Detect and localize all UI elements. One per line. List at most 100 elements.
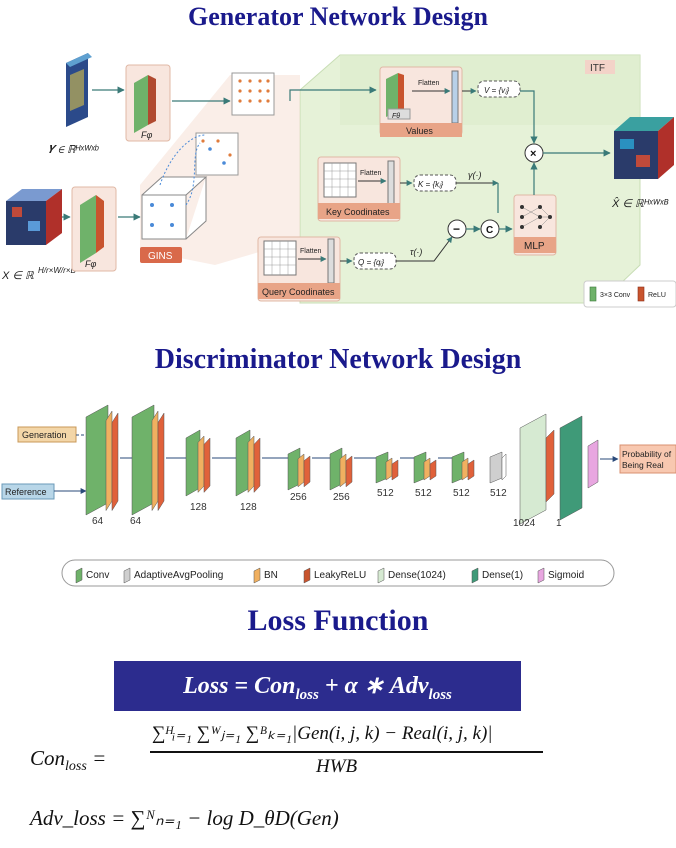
legend-swatch-0	[75, 567, 83, 584]
adaptive-avg-pooling-face	[501, 453, 507, 481]
dense-relu-layer	[545, 429, 555, 503]
input-x-exponent: H/r×W/r×B	[38, 266, 76, 275]
legend-swatch-4	[377, 567, 385, 584]
key-formula: K = {kⱼ}	[418, 180, 444, 189]
input-x-cube	[6, 189, 62, 245]
gins-grid-mid	[195, 132, 239, 176]
concat-symbol: C	[486, 225, 493, 236]
probability-output-line1: Probability of	[622, 449, 672, 459]
channel-label-512-a: 512	[377, 488, 394, 499]
channel-label-128-a: 128	[190, 502, 207, 513]
legend-swatch-6	[537, 567, 545, 584]
legend-swatch-3	[303, 567, 311, 584]
channel-label-256-b: 256	[333, 492, 350, 503]
legend-relu-label: ReLU	[648, 292, 666, 299]
relu-layer-5	[345, 455, 353, 488]
legend-label-6: Sigmoid	[548, 570, 584, 581]
discriminator-layers	[85, 404, 619, 525]
key-flatten-label: Flatten	[360, 170, 382, 177]
relu-layer-1	[157, 412, 165, 512]
channel-label-128-b: 128	[240, 502, 257, 513]
sigmoid-layer	[587, 439, 599, 489]
gins-label: GINS	[148, 251, 173, 262]
channel-label-256-a: 256	[290, 492, 307, 503]
fraction-bar	[150, 751, 543, 753]
generator-diagram: ITF 𝒀 ∈ ℝᴴˣᵂˣᵇ X ∈ ℝ H/r×W/r×B Fφ Fφ GIN…	[1, 53, 676, 308]
legend-label-2: BN	[264, 570, 278, 581]
bn-layer-0	[105, 410, 113, 512]
legend-label-5: Dense(1)	[482, 570, 523, 581]
query-flatten-label: Flatten	[300, 248, 322, 255]
gamma-fn: γ(·)	[468, 170, 482, 180]
fphi-bottom-label: Fφ	[85, 259, 96, 269]
channel-label-512-c: 512	[453, 488, 470, 499]
relu-layer-7	[429, 459, 437, 481]
probability-output-line2: Being Real	[622, 460, 664, 470]
channel-label-1024: 1024	[513, 518, 536, 529]
adaptive-avg-pooling-layer	[489, 451, 503, 484]
legend-conv-label: 3×3 Conv	[600, 292, 631, 299]
relu-layer-6	[391, 459, 399, 481]
loss-title: Loss Function	[247, 604, 429, 637]
gins-grid-top	[231, 72, 275, 116]
channel-label-512-d: 512	[490, 488, 507, 499]
mlp-label: MLP	[524, 241, 545, 252]
channel-label-1: 1	[556, 518, 562, 529]
channel-label-64-b: 64	[130, 516, 142, 527]
values-label-box	[380, 123, 462, 137]
bn-layer-5	[339, 453, 347, 488]
itf-label: ITF	[590, 63, 605, 74]
dense-1-layer	[559, 415, 583, 521]
gins-label-box	[140, 247, 182, 263]
input-y-image	[66, 53, 92, 127]
con-loss-lhs: Conloss =	[30, 746, 107, 775]
minus-symbol: −	[453, 222, 460, 236]
channel-label-64-a: 64	[92, 516, 104, 527]
legend-label-1: AdaptiveAvgPooling	[134, 570, 223, 581]
input-y-label: 𝒀 ∈ ℝᴴˣᵂˣᵇ	[48, 144, 99, 156]
con-loss-denominator: HWB	[316, 756, 358, 777]
bn-layer-8	[461, 457, 469, 481]
bn-layer-1	[151, 410, 159, 512]
bn-layer-2	[197, 435, 205, 494]
values-formula: V = {vⱼ}	[484, 86, 510, 95]
generator-title: Generator Network Design	[188, 2, 488, 31]
key-label-box	[318, 203, 400, 219]
bn-layer-6	[385, 457, 393, 481]
bn-layer-7	[423, 457, 431, 481]
loss-main-text: Loss = Conloss + α ∗ Advloss	[183, 673, 452, 703]
multiply-symbol: ×	[530, 148, 536, 160]
conv-layer-1	[131, 404, 155, 516]
values-flatten-label: Flatten	[418, 80, 440, 87]
ftheta-label: Fθ	[392, 113, 400, 120]
generator-legend	[583, 280, 676, 308]
input-x-label: X ∈ ℝ	[1, 270, 35, 282]
tau-fn: τ(·)	[410, 247, 422, 257]
discriminator-title: Discriminator Network Design	[154, 344, 522, 375]
gins-cube	[141, 176, 208, 240]
itf-tag	[585, 60, 615, 74]
relu-layer-8	[467, 459, 475, 481]
legend-swatch-1	[123, 567, 131, 584]
generation-input-label: Generation	[22, 430, 67, 440]
relu-layer-0	[111, 412, 119, 512]
probability-output-box	[619, 444, 676, 474]
legend-label-0: Conv	[86, 570, 109, 581]
query-formula: Q = {qᵢ}	[358, 258, 384, 267]
output-label: X̂ ∈ ℝᴴˣᵂˣᴮ	[611, 196, 669, 210]
dense-1024-layer	[519, 413, 547, 525]
conv-layer-0	[85, 404, 109, 516]
adv-loss-equation: Adv_loss = ∑ᴺₙ₌₁ − log D_θD(Gen)	[30, 806, 339, 830]
con-loss-numerator: ∑ᴴᵢ₌₁ ∑ᵂⱼ₌₁ ∑ᴮₖ₌₁|Gen(i, j, k) − Real(i,…	[152, 723, 493, 744]
mlp-label-box	[514, 237, 556, 253]
query-label-box	[258, 283, 340, 299]
bn-layer-4	[297, 453, 305, 488]
loss-main-equation: Loss = Conloss + α ∗ Advloss	[114, 661, 521, 711]
values-label: Values	[406, 126, 433, 136]
legend-label-4: Dense(1024)	[388, 570, 446, 581]
key-coords-label: Key Coodinates	[326, 207, 390, 217]
legend-swatch-5	[471, 567, 479, 584]
fphi-top-label: Fφ	[141, 130, 152, 140]
reference-input-label: Reference	[5, 487, 47, 497]
